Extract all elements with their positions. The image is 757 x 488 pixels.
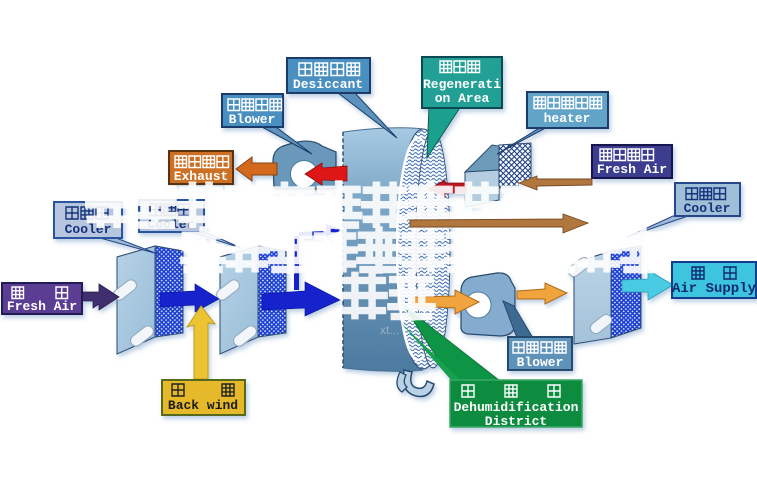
svg-text:Air Supply: Air Supply (672, 281, 757, 297)
svg-text:Fresh Air: Fresh Air (7, 299, 77, 314)
svg-text:Cooler: Cooler (684, 201, 731, 216)
svg-text:Back wind: Back wind (168, 398, 238, 413)
svg-text:xt...: xt... (380, 323, 399, 337)
svg-text:District: District (485, 414, 547, 429)
svg-text:heater: heater (544, 111, 591, 126)
svg-text:Blower: Blower (229, 112, 276, 127)
svg-text:on Area: on Area (435, 91, 490, 106)
svg-text:Fresh Air: Fresh Air (597, 162, 667, 177)
svg-text:Cooler: Cooler (65, 222, 112, 237)
svg-text:Dehumidification: Dehumidification (454, 400, 579, 415)
svg-text:Exhaust: Exhaust (174, 169, 229, 184)
svg-text:Blower: Blower (517, 355, 564, 370)
svg-text:Regenerati: Regenerati (423, 77, 501, 92)
svg-text:Desiccant: Desiccant (293, 77, 363, 92)
